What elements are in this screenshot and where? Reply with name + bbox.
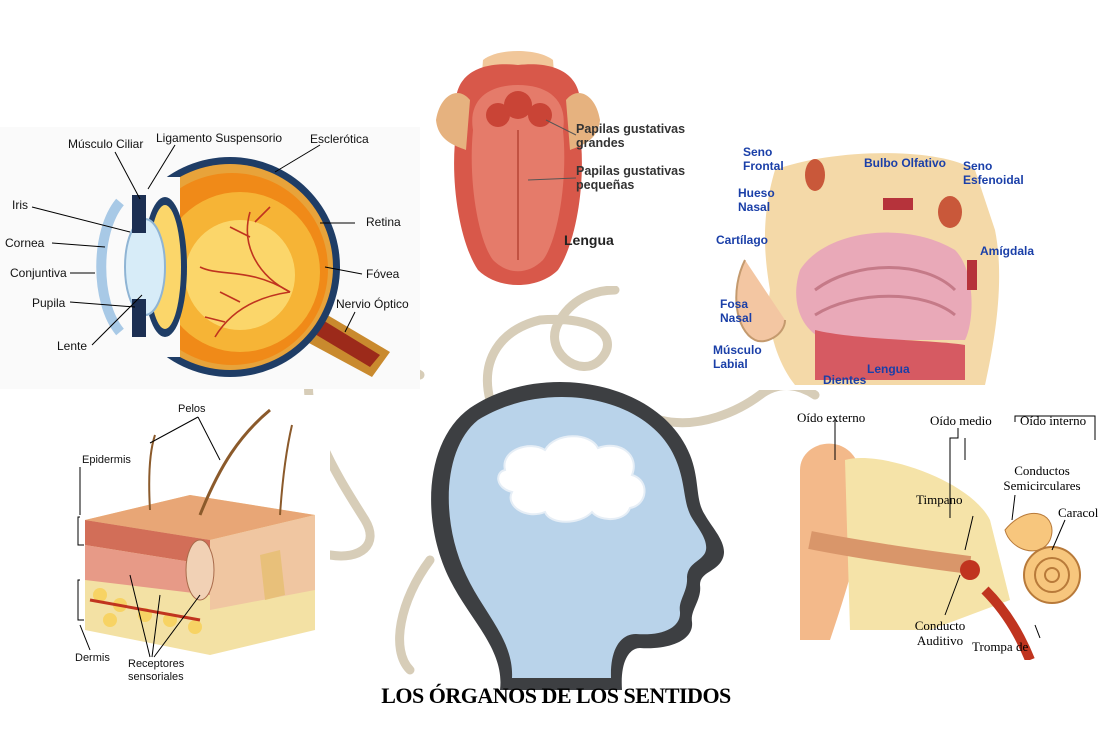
nose-label-musculo-labial: Músculo Labial	[713, 343, 762, 371]
eye-panel: Músculo Ciliar Ligamento Suspensorio Esc…	[0, 127, 420, 389]
tongue-panel: Papilas gustativas grandes Papilas gusta…	[428, 40, 708, 286]
tongue-diagram	[428, 40, 708, 286]
ear-label-trompa: Trompa de	[972, 639, 1029, 654]
nose-label-bulbo-olfativo: Bulbo Olfativo	[864, 156, 946, 170]
ear-panel: Oído externo Oído medio Oído interno Con…	[790, 400, 1108, 662]
skin-label-dermis: Dermis	[75, 652, 110, 664]
eye-label-lente: Lente	[57, 339, 88, 353]
ear-label-conducto-auditivo: Conducto Auditivo	[914, 618, 966, 648]
ear-label-timpano: Timpano	[916, 492, 963, 507]
head-silhouette	[431, 381, 725, 690]
nose-label-hueso-nasal: Hueso Nasal	[738, 186, 775, 214]
ear-label-caracol: Caracol	[1058, 505, 1099, 520]
skin-label-epidermis: Epidermis	[82, 454, 131, 466]
skin-label-pelos: Pelos	[178, 403, 206, 415]
eye-diagram	[0, 127, 420, 389]
eye-label-retina: Retina	[366, 215, 401, 229]
nose-label-lengua: Lengua	[867, 362, 910, 376]
ear-label-conductos: Conductos Semicirculares	[1003, 463, 1081, 493]
eye-label-pupila: Pupila	[32, 296, 66, 310]
tongue-caption: Lengua	[564, 232, 614, 248]
eye-label-ligamento: Ligamento Suspensorio	[156, 131, 283, 145]
nose-label-fosa-nasal: Fosa Nasal	[720, 297, 753, 325]
nose-diagram	[705, 140, 1110, 390]
ear-label-oido-interno: Oído interno	[1020, 413, 1087, 428]
eye-label-musculo-ciliar: Músculo Ciliar	[68, 137, 144, 151]
tongue-label-papilas-grandes: Papilas gustativas grandes	[576, 122, 686, 151]
tongue-label-papilas-pequenas: Papilas gustativas pequeñas	[576, 164, 686, 193]
eye-label-fovea: Fóvea	[366, 267, 400, 281]
nose-panel: Seno Frontal Bulbo Olfativo Seno Esfenoi…	[705, 140, 1110, 390]
ear-label-oido-medio: Oído medio	[930, 413, 992, 428]
eye-label-conjuntiva: Conjuntiva	[10, 266, 67, 280]
nose-label-amigdala: Amígdala	[980, 244, 1035, 258]
skin-diagram	[70, 395, 330, 690]
nose-label-seno-esfenoidal: Seno Esfenoidal	[963, 159, 1024, 187]
nose-label-dientes: Dientes	[823, 373, 867, 387]
skin-panel: Pelos Epidermis Dermis Receptores sensor…	[70, 395, 330, 690]
eye-label-nervio-optico: Nervio Óptico	[336, 297, 409, 311]
page-title: LOS ÓRGANOS DE LOS SENTIDOS	[381, 683, 731, 708]
nose-label-cartilago: Cartílago	[716, 233, 769, 247]
skin-label-receptores: Receptores sensoriales	[128, 658, 185, 683]
eye-label-cornea: Cornea	[5, 236, 45, 250]
eye-label-esclerotica: Esclerótica	[310, 132, 369, 146]
ear-diagram	[790, 400, 1108, 662]
nose-label-seno-frontal: Seno Frontal	[743, 145, 784, 173]
thought-cloud	[497, 435, 646, 523]
ear-label-oido-externo: Oído externo	[797, 410, 866, 425]
eye-label-iris: Iris	[12, 198, 28, 212]
